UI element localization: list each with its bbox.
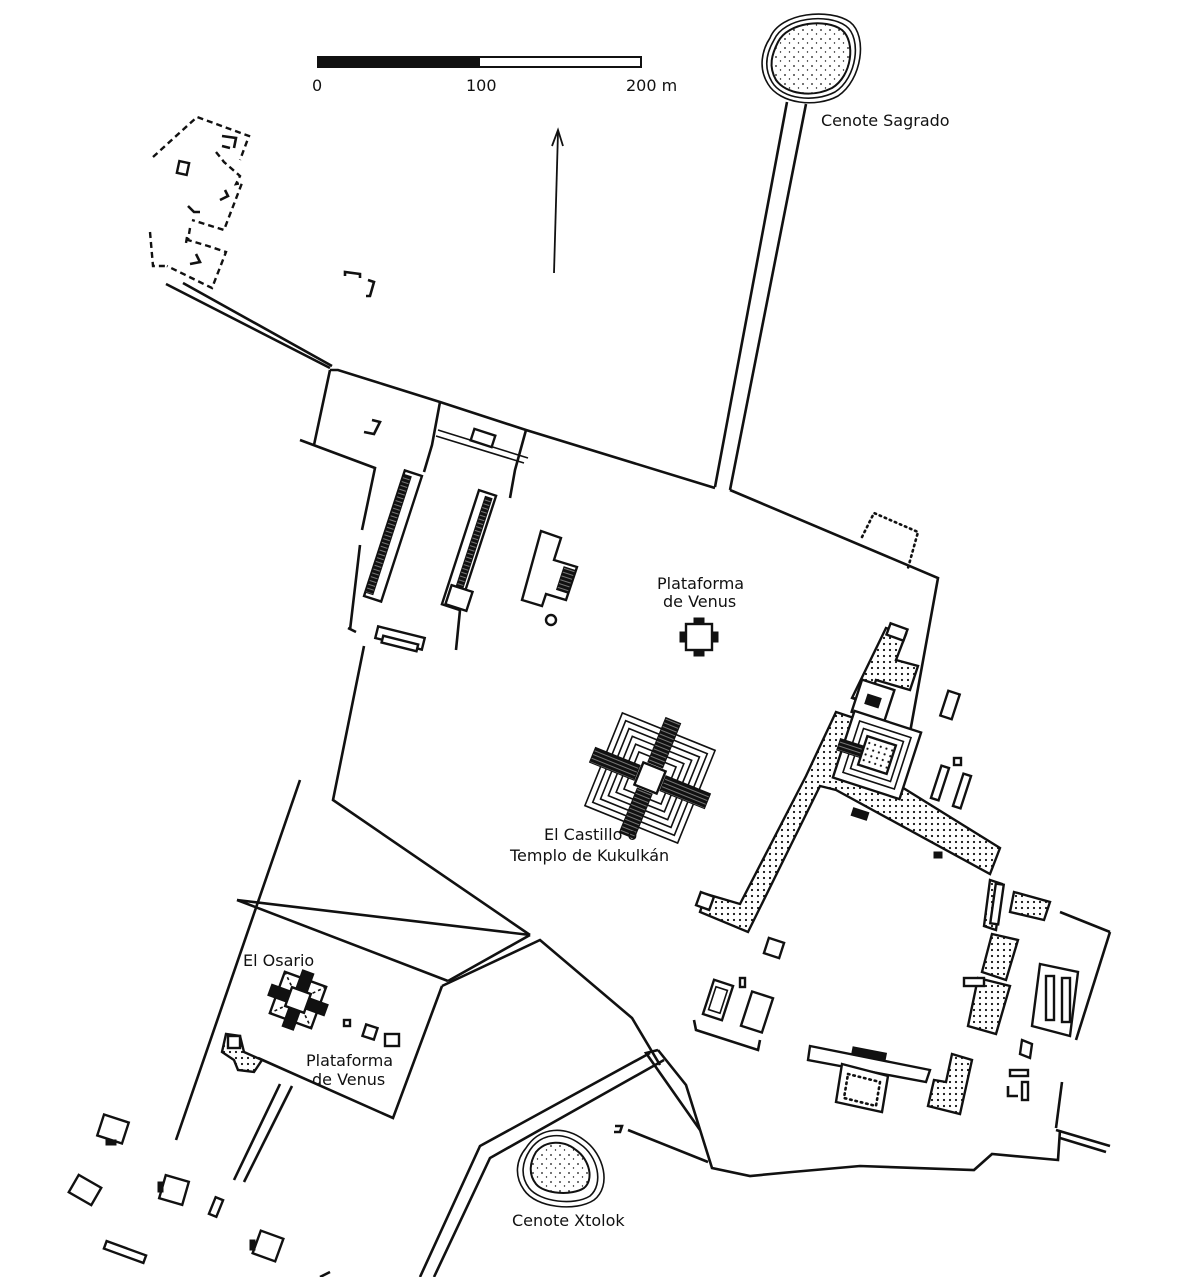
nw-group-dashed <box>148 115 376 298</box>
ball-court <box>362 418 529 653</box>
scale-bar-open <box>478 56 642 68</box>
mercado-area <box>692 936 974 1116</box>
label-plataforma-venus-south-2: de Venus <box>312 1070 385 1089</box>
nw-road <box>165 281 333 370</box>
label-cenote-xtolok: Cenote Xtolok <box>512 1211 625 1230</box>
sacbe-north <box>713 101 808 491</box>
tzompantli <box>520 529 579 627</box>
temple-of-warriors-complex <box>694 621 1002 934</box>
cenote-sagrado <box>761 13 862 104</box>
north-arrow-icon <box>551 127 564 274</box>
scale-bar-filled <box>317 56 480 68</box>
dotted-structure <box>860 511 920 570</box>
el-castillo <box>583 711 717 845</box>
scale-bar: 0 100 200 m <box>312 56 677 95</box>
label-plataforma-venus-south-1: Plataforma <box>306 1051 393 1070</box>
scale-tick-200: 200 m <box>626 76 677 95</box>
label-osario: El Osario <box>243 951 314 970</box>
scale-tick-0: 0 <box>312 76 322 95</box>
label-cenote-sagrado: Cenote Sagrado <box>821 111 950 130</box>
label-plataforma-venus-north-1: Plataforma <box>657 574 744 593</box>
label-castillo-2: Templo de Kukulkán <box>509 846 669 865</box>
sw-structures <box>67 1113 331 1277</box>
east-structures <box>962 878 1112 1129</box>
el-osario <box>267 969 329 1031</box>
label-plataforma-venus-north-2: de Venus <box>663 592 736 611</box>
great-plaza-outline <box>174 368 940 1141</box>
south-perimeter <box>614 1049 1111 1178</box>
scale-tick-100: 100 <box>466 76 497 95</box>
label-castillo-1: El Castillo o <box>544 825 637 844</box>
sacbe-osario <box>232 1083 294 1183</box>
xtolok-road <box>418 1051 665 1277</box>
plataforma-venus-south <box>220 1018 401 1074</box>
plataforma-venus-north <box>679 617 719 657</box>
cenote-xtolok <box>516 1129 605 1208</box>
